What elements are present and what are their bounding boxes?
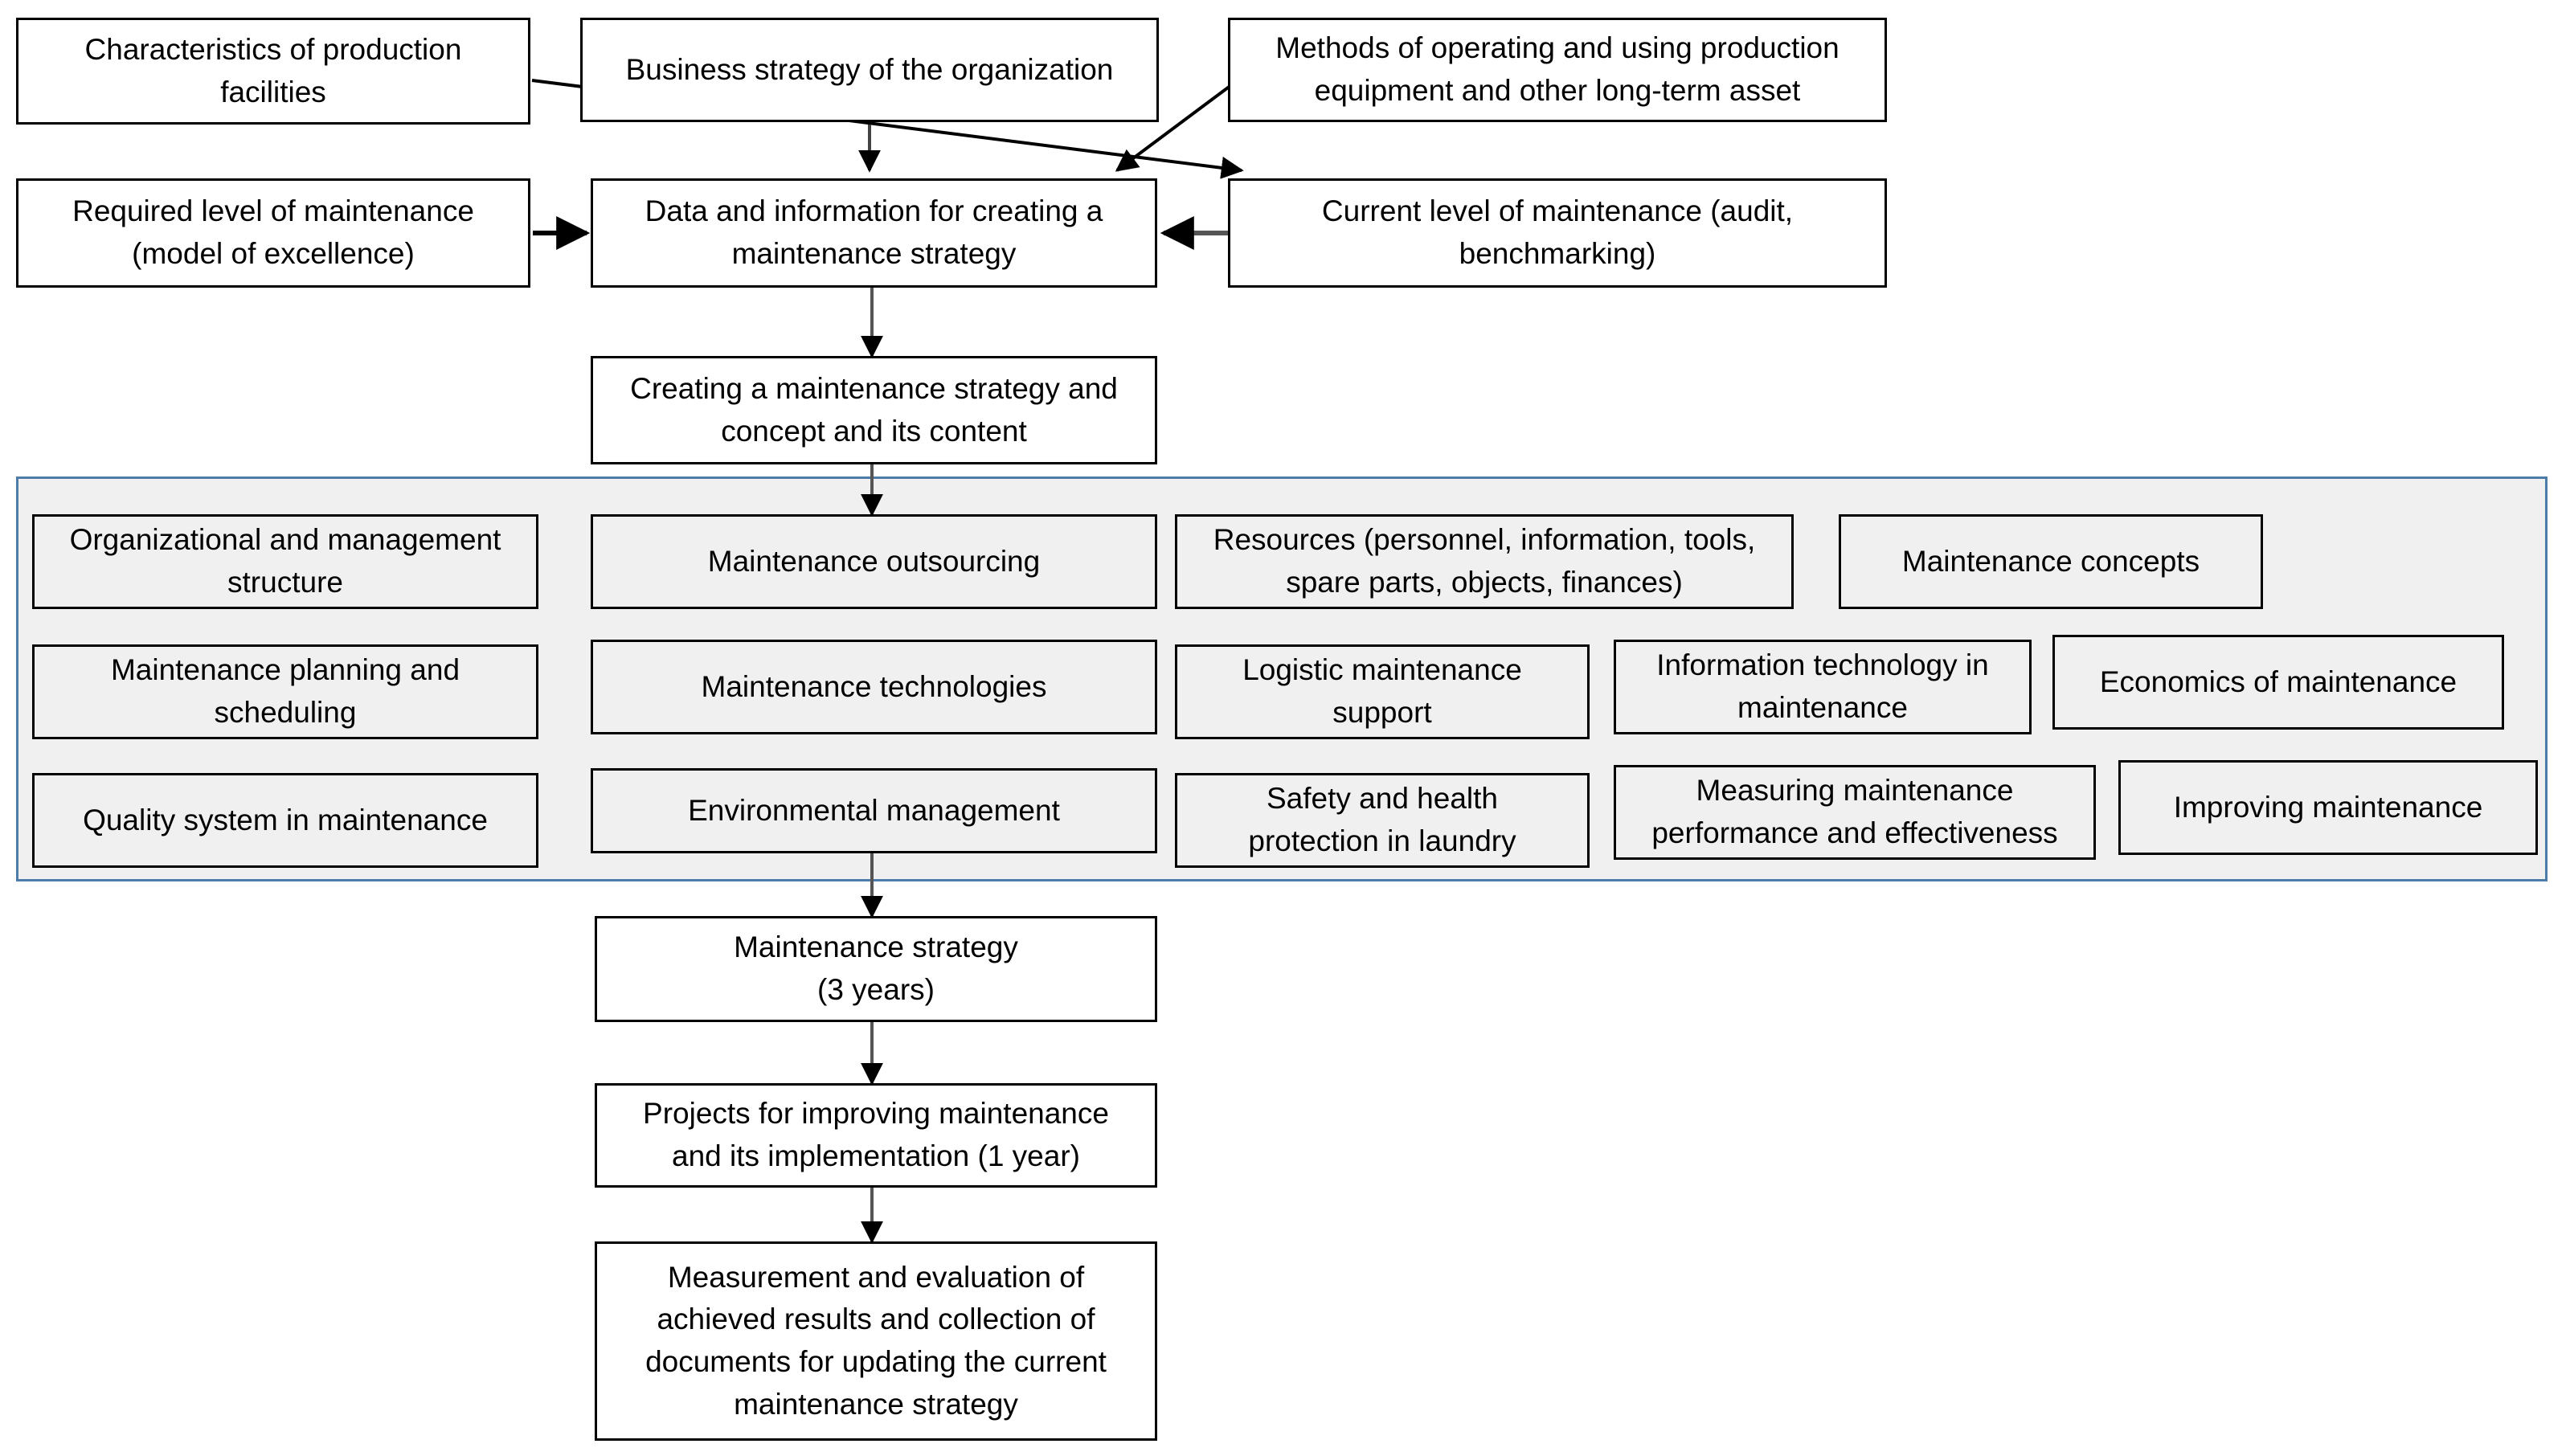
node-line: Maintenance concepts bbox=[1901, 544, 2200, 578]
node-required-level-of-maintenance[interactable]: Required level of maintenance (model of … bbox=[16, 178, 530, 288]
node-information-technology-in-maintenance[interactable]: Information technology in maintenance bbox=[1614, 640, 2032, 734]
node-line: Environmental management bbox=[688, 793, 1060, 827]
node-line: support bbox=[1332, 696, 1432, 729]
node-line: Characteristics of production bbox=[84, 32, 462, 66]
node-line: Improving maintenance bbox=[2173, 790, 2483, 824]
node-projects-for-improving-maintenance[interactable]: Projects for improving maintenance and i… bbox=[595, 1083, 1157, 1188]
node-safety-and-health-protection[interactable]: Safety and health protection in laundry bbox=[1175, 773, 1590, 868]
node-organizational-and-management-structure[interactable]: Organizational and management structure bbox=[32, 514, 538, 609]
node-line: Current level of maintenance (audit, bbox=[1321, 194, 1794, 228]
node-line: Organizational and management bbox=[69, 523, 501, 557]
node-environmental-management[interactable]: Environmental management bbox=[591, 768, 1157, 853]
node-line: Projects for improving maintenance bbox=[643, 1097, 1109, 1131]
node-line: Maintenance outsourcing bbox=[707, 544, 1041, 578]
node-business-strategy[interactable]: Business strategy of the organization bbox=[580, 18, 1159, 122]
node-line: Safety and health bbox=[1266, 782, 1498, 816]
node-creating-a-maintenance-strategy[interactable]: Creating a maintenance strategy and conc… bbox=[591, 356, 1157, 464]
node-line: maintenance bbox=[1737, 691, 1908, 724]
node-current-level-of-maintenance[interactable]: Current level of maintenance (audit, ben… bbox=[1228, 178, 1887, 288]
node-line: maintenance strategy bbox=[731, 237, 1017, 270]
node-line: Economics of maintenance bbox=[2099, 665, 2457, 698]
node-measurement-and-evaluation[interactable]: Measurement and evaluation of achieved r… bbox=[595, 1241, 1157, 1441]
node-line: performance and effectiveness bbox=[1651, 816, 2058, 849]
node-line: protection in laundry bbox=[1248, 824, 1516, 857]
node-line: Required level of maintenance bbox=[72, 194, 474, 228]
node-maintenance-outsourcing[interactable]: Maintenance outsourcing bbox=[591, 514, 1157, 609]
node-resources[interactable]: Resources (personnel, information, tools… bbox=[1175, 514, 1794, 609]
node-line: Logistic maintenance bbox=[1242, 653, 1522, 687]
node-quality-system-in-maintenance[interactable]: Quality system in maintenance bbox=[32, 773, 538, 868]
node-line: achieved results and collection of bbox=[657, 1303, 1095, 1336]
node-line: scheduling bbox=[214, 696, 357, 729]
node-line: structure bbox=[227, 566, 343, 599]
node-characteristics-of-production-facilities[interactable]: Characteristics of production facilities bbox=[16, 18, 530, 125]
node-line: documents for updating the current bbox=[645, 1345, 1107, 1378]
node-measuring-maintenance-performance[interactable]: Measuring maintenance performance and ef… bbox=[1614, 765, 2096, 860]
node-line: facilities bbox=[220, 75, 326, 108]
node-line: Methods of operating and using productio… bbox=[1275, 31, 1840, 65]
node-maintenance-technologies[interactable]: Maintenance technologies bbox=[591, 640, 1157, 734]
node-line: Resources (personnel, information, tools… bbox=[1213, 523, 1756, 557]
node-data-and-information[interactable]: Data and information for creating a main… bbox=[591, 178, 1157, 288]
node-logistic-maintenance-support[interactable]: Logistic maintenance support bbox=[1175, 644, 1590, 739]
node-maintenance-planning-and-scheduling[interactable]: Maintenance planning and scheduling bbox=[32, 644, 538, 739]
node-maintenance-strategy-3-years[interactable]: Maintenance strategy (3 years) bbox=[595, 916, 1157, 1022]
node-line: Creating a maintenance strategy and bbox=[630, 371, 1118, 405]
node-methods-of-operating[interactable]: Methods of operating and using productio… bbox=[1228, 18, 1887, 122]
node-line: Maintenance strategy bbox=[734, 930, 1018, 964]
node-line: maintenance strategy bbox=[734, 1387, 1018, 1421]
node-line: Business strategy of the organization bbox=[625, 52, 1114, 86]
node-line: (model of excellence) bbox=[132, 237, 415, 270]
node-line: and its implementation (1 year) bbox=[672, 1139, 1080, 1172]
node-line: Measurement and evaluation of bbox=[667, 1260, 1085, 1294]
node-line: (3 years) bbox=[817, 973, 935, 1006]
node-line: spare parts, objects, finances) bbox=[1286, 566, 1683, 599]
node-line: Data and information for creating a bbox=[645, 194, 1103, 228]
node-line: equipment and other long-term asset bbox=[1314, 74, 1801, 107]
node-line: Measuring maintenance bbox=[1696, 774, 2014, 808]
node-improving-maintenance[interactable]: Improving maintenance bbox=[2118, 760, 2538, 855]
node-maintenance-concepts[interactable]: Maintenance concepts bbox=[1839, 514, 2263, 609]
node-line: Maintenance technologies bbox=[701, 669, 1047, 703]
node-line: Information technology in bbox=[1656, 648, 1989, 682]
node-economics-of-maintenance[interactable]: Economics of maintenance bbox=[2052, 635, 2504, 730]
node-line: benchmarking) bbox=[1459, 237, 1656, 270]
node-line: Quality system in maintenance bbox=[83, 803, 488, 836]
node-line: Maintenance planning and bbox=[110, 653, 460, 687]
node-line: concept and its content bbox=[721, 414, 1027, 448]
